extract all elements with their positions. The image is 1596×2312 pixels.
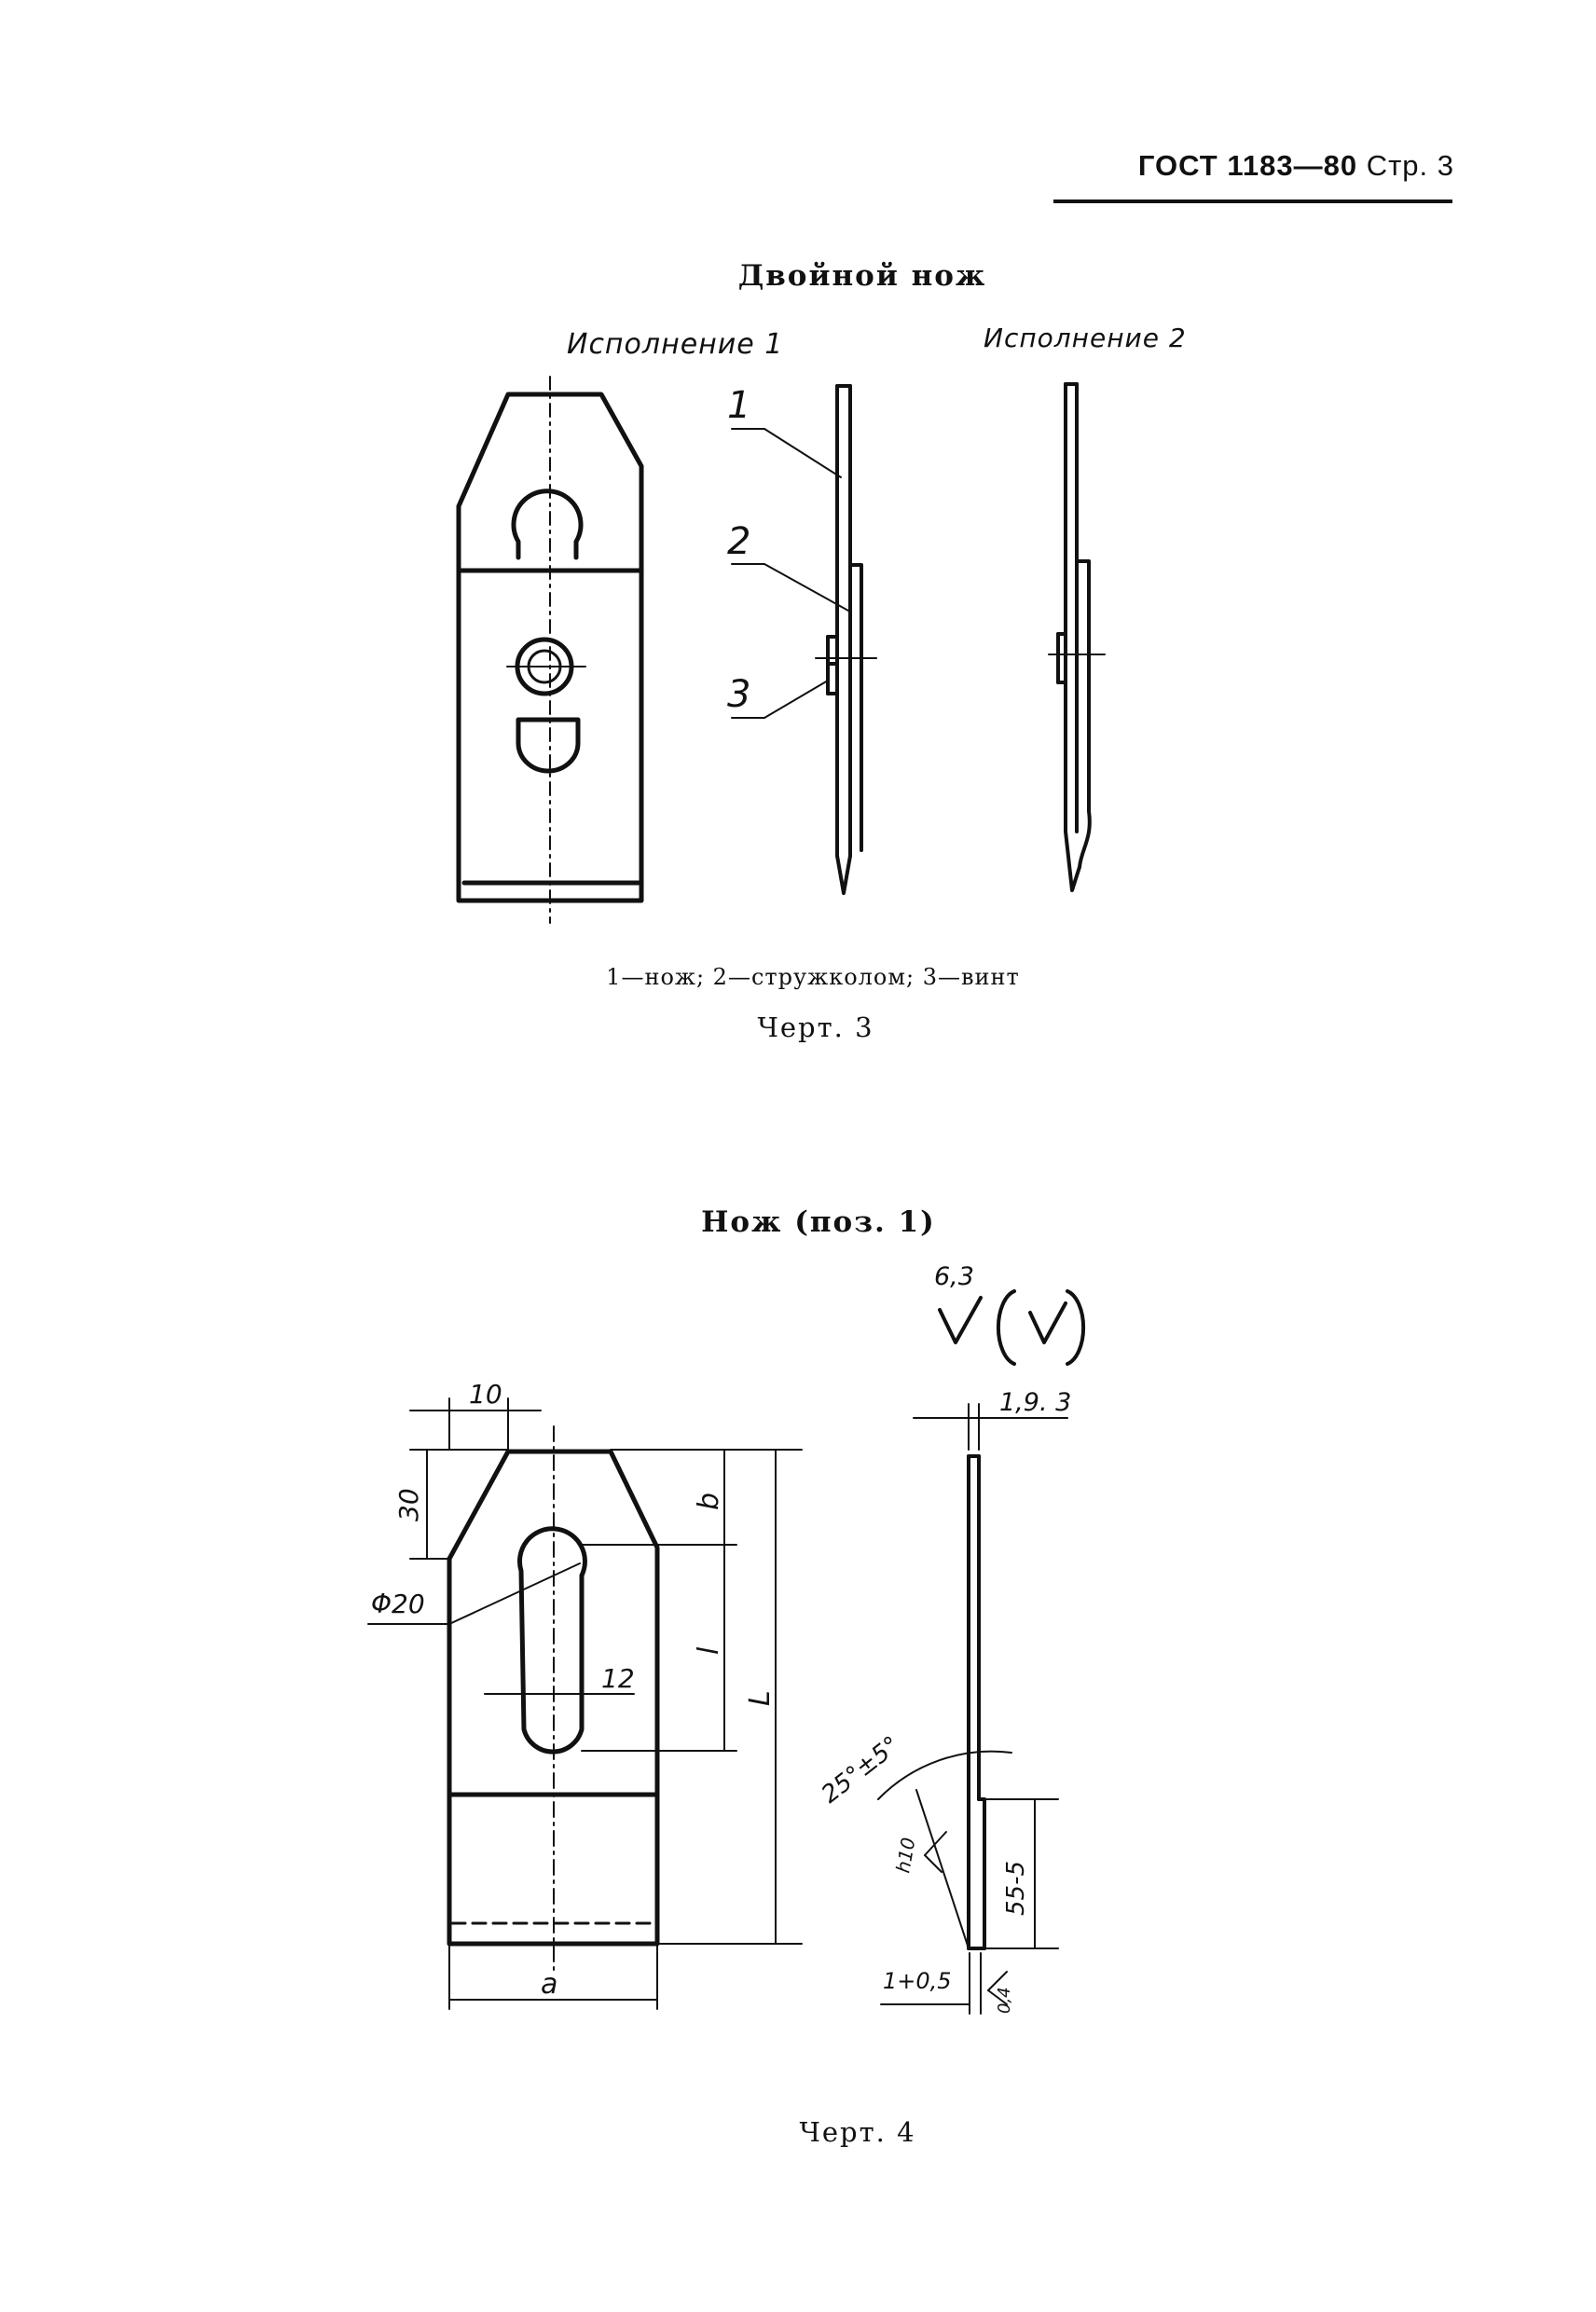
variant1-label: Исполнение 1 [567, 328, 784, 361]
page-number: Стр. 3 [1366, 149, 1454, 182]
roughness-symbol [938, 1289, 1086, 1366]
dim-bevel-height: 30 [393, 1488, 424, 1521]
figure3-caption: Черт. 3 [757, 1012, 874, 1043]
dim-edge-length: 55-5 [1002, 1861, 1030, 1916]
leader-label-3: 3 [727, 673, 752, 716]
double-knife-side-view-1 [826, 384, 863, 895]
dim-L: L [744, 1690, 777, 1706]
figure4-title: Нож (поз. 1) [701, 1205, 936, 1239]
dim-angle: 25°±5° [817, 1731, 905, 1810]
leader-label-2: 2 [727, 520, 752, 563]
dim-edge-offset: 1+0,5 [883, 1968, 952, 1994]
dim-a: a [541, 1968, 557, 2001]
figure3-leaders [731, 428, 849, 719]
dim-edge-tol: 0,4 [995, 1987, 1014, 2014]
figure3-title: Двойной нож [737, 259, 987, 293]
dim-b: b [693, 1493, 725, 1510]
figure4-caption: Черт. 4 [799, 2116, 916, 2148]
roughness-value: 6,3 [934, 1262, 974, 1291]
page-header: ГОСТ 1183—80 Стр. 3 [988, 149, 1454, 183]
figure3-legend: 1—нож; 2—стружколом; 3—винт [606, 964, 1020, 990]
variant2-label: Исполнение 2 [984, 323, 1187, 353]
side-dimensions [877, 1403, 1068, 2015]
header-rule [1053, 200, 1452, 203]
dim-l: l [693, 1646, 725, 1655]
standard-number: ГОСТ 1183—80 [1137, 149, 1358, 182]
dim-slot-diameter: Φ20 [371, 1589, 425, 1619]
knife-side-view [967, 1454, 986, 1950]
double-knife-side-view-2 [1056, 382, 1092, 892]
double-knife-front-view [456, 392, 644, 903]
dim-slot-width: 12 [601, 1663, 635, 1694]
leader-label-1: 1 [727, 384, 752, 427]
front-dimensions [367, 1397, 803, 2010]
dim-thickness: 1,9. 3 [999, 1388, 1071, 1417]
dim-top-width: 10 [469, 1379, 502, 1410]
dim-roughness-h: h10 [891, 1836, 919, 1875]
